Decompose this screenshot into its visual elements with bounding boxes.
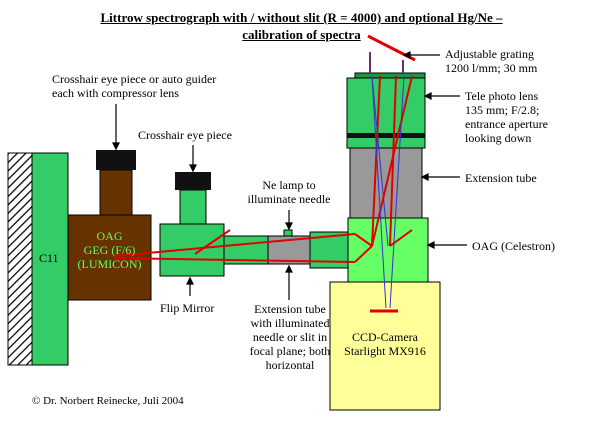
label-oag-2: GEG (F/6) xyxy=(83,243,136,257)
label-ext-slit-2: with illuminated xyxy=(250,316,330,330)
crosshair-cap xyxy=(175,172,211,190)
oag-celestron xyxy=(347,217,429,283)
label-oag-celestron: OAG (Celestron) xyxy=(472,239,555,253)
label-crosshair: Crosshair eye piece xyxy=(138,128,232,142)
ne-lamp xyxy=(283,229,293,237)
flip-mirror-neck xyxy=(179,189,207,225)
ccd-camera xyxy=(329,281,441,411)
label-ext-slit-3: needle or slit in xyxy=(252,330,328,344)
tele-lens-band xyxy=(347,133,425,138)
label-ext-slit-1: Extension tube xyxy=(254,302,326,316)
label-ne-lamp-2: illuminate needle xyxy=(247,192,331,206)
label-ext-slit-4: focal plane; both xyxy=(249,344,331,358)
label-crosshair-auto-2: each with compressor lens xyxy=(52,86,179,100)
dispersed-rays xyxy=(371,75,405,309)
label-ccd-2: Starlight MX916 xyxy=(344,344,426,358)
label-c11: C11 xyxy=(39,251,59,265)
label-tele-4: looking down xyxy=(465,131,532,145)
callout-arrows xyxy=(112,51,467,300)
label-tele-2: 135 mm; F/2.8; xyxy=(465,103,540,117)
label-grating-1: Adjustable grating xyxy=(445,47,534,61)
label-oag-3: (LUMICON) xyxy=(77,257,142,271)
label-grating-2: 1200 l/mm; 30 mm xyxy=(445,61,538,75)
label-tele-1: Tele photo lens xyxy=(465,89,539,103)
label-ext-slit-5: horizontal xyxy=(265,358,315,372)
copyright: © Dr. Norbert Reinecke, Juli 2004 xyxy=(32,395,184,407)
label-oag-1: OAG xyxy=(96,229,123,243)
title-line-2: calibration of spectra xyxy=(242,27,361,42)
label-ccd-1: CCD-Camera xyxy=(352,330,418,344)
grating-mount xyxy=(354,72,426,79)
title-line-1: Littrow spectrograph with / without slit… xyxy=(100,10,503,25)
label-tele-3: entrance aperture xyxy=(465,117,548,131)
label-crosshair-auto-1: Crosshair eye piece or auto guider xyxy=(52,72,217,86)
label-extension-tube: Extension tube xyxy=(465,171,537,185)
c11-hatch xyxy=(7,152,33,366)
autoguider-cap xyxy=(96,150,136,170)
c11-body xyxy=(31,152,69,366)
label-flip-mirror: Flip Mirror xyxy=(160,301,215,315)
lumicon-oag-neck xyxy=(99,169,133,216)
label-ne-lamp-1: Ne lamp to xyxy=(262,178,316,192)
